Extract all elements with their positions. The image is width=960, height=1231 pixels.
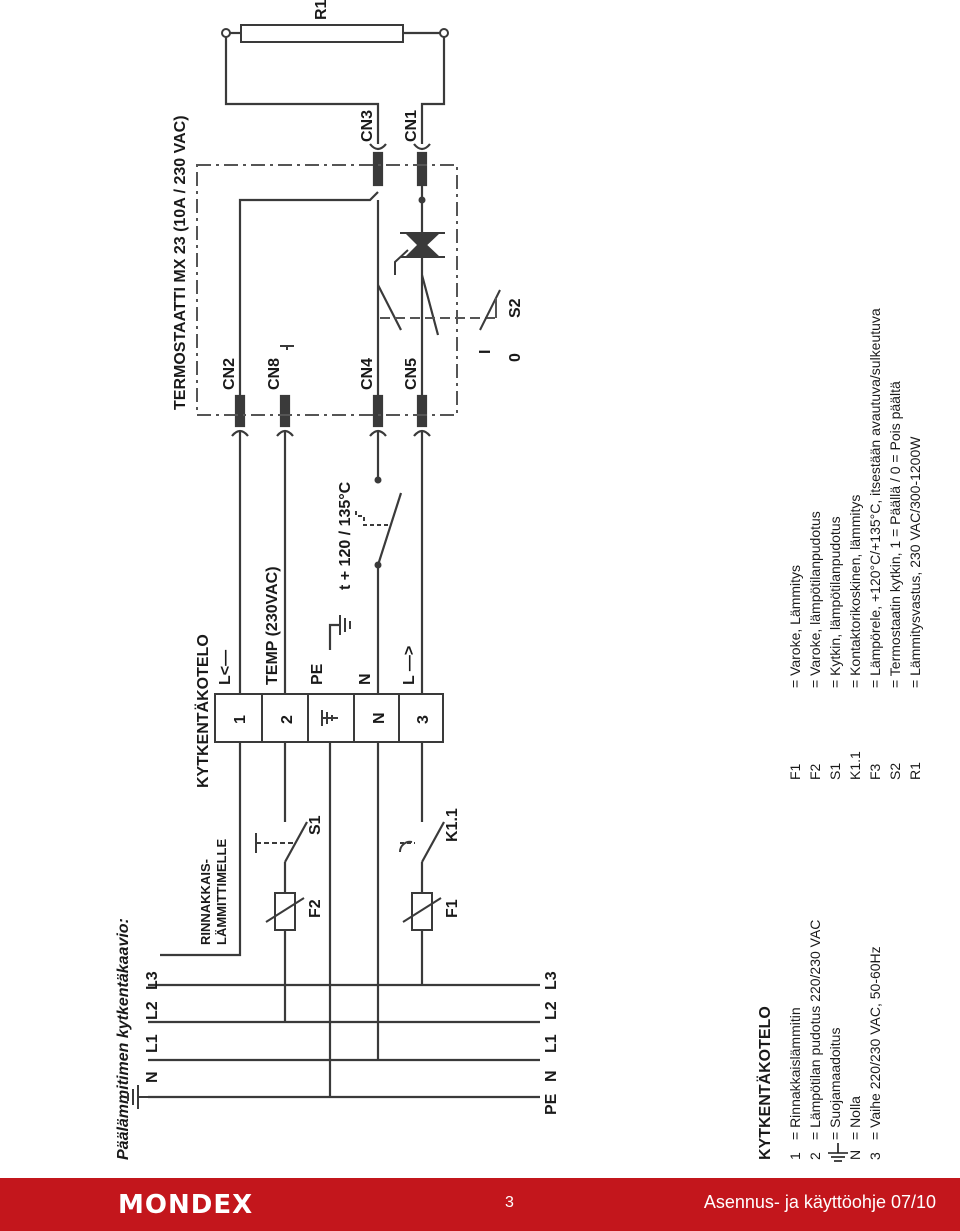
switch-s2	[479, 289, 501, 331]
mains-bus	[127, 983, 540, 1109]
legend-right-code: R1	[907, 762, 923, 780]
legend-earth-icon	[828, 1143, 848, 1162]
page-footer: MONDEX 3 Asennus- ja käyttöohje 07/10	[0, 1178, 960, 1231]
legend-right-text: = Termostaatin kytkin, 1 = Päällä / 0 = …	[887, 381, 903, 688]
label-l-in: L<—	[217, 650, 234, 685]
legend-right-text: = Varoke, Lämmitys	[787, 565, 803, 688]
triac-icon	[394, 232, 445, 275]
label-temp: TEMP (230VAC)	[264, 566, 281, 685]
mains-top-l3: L3	[144, 971, 161, 990]
switch-s1-label: S1	[307, 815, 324, 835]
parallel-heater-label-1: RINNAKKAIS-	[198, 859, 213, 945]
terminal-2: 2	[279, 715, 296, 724]
label-n: N	[357, 673, 374, 685]
heating-resistor-r1	[221, 24, 449, 144]
legend-left-text: = Rinnakkaislämmitin	[787, 1007, 803, 1140]
pe-earth-icon	[339, 615, 351, 635]
diagram-title: Päälämmitimen kytkentäkaavio:	[115, 918, 132, 1160]
legend-right-code: K1.1	[847, 751, 863, 780]
connector-cn5: CN5	[403, 358, 420, 390]
thermostat-enclosure	[196, 164, 458, 416]
legend-left-code: 1	[787, 1152, 803, 1160]
connector-cn3: CN3	[359, 110, 376, 142]
page-number: 3	[505, 1194, 514, 1211]
legend-left-text: = Nolla	[847, 1096, 863, 1140]
thermostat-internal	[238, 185, 496, 396]
thermal-switch-f3	[355, 476, 403, 569]
fuse-f2-label: F2	[307, 899, 324, 918]
mains-top-n: N	[144, 1071, 161, 1083]
connector-cn8: CN8	[266, 358, 283, 390]
terminal-earth-icon	[321, 710, 338, 726]
legend-left-code: 3	[867, 1152, 883, 1160]
legend-right-text: = Kytkin, lämpötilanpudotus	[827, 516, 843, 688]
fuse-f2	[265, 892, 305, 931]
legend-title: KYTKENTÄKOTELO	[756, 1006, 774, 1160]
wiring-diagram: Päälämmitimen kytkentäkaavio: N L1 L2 L3…	[115, 0, 923, 1162]
contactor-k11	[398, 840, 413, 853]
brand-logo: MONDEX	[118, 1190, 254, 1220]
terminal-block	[214, 693, 444, 743]
terminal-1: 1	[232, 715, 249, 724]
legend-right-text: = Lämpörele, +120°C/+135°C, itsestään av…	[867, 308, 883, 688]
mains-top-l1: L1	[144, 1034, 161, 1053]
legend-left-text: = Lämpötilan pudotus 220/230 VAC	[807, 920, 823, 1140]
thermostat-title: TERMOSTAATTI MX 23 (10A / 230 VAC)	[172, 115, 189, 410]
mains-bottom-l3: L3	[543, 971, 560, 990]
fuse-f1	[402, 892, 442, 931]
legend-right-text: = Lämmitysvastus, 230 VAC/300-1200W	[907, 436, 923, 688]
fuse-f1-label: F1	[444, 899, 461, 918]
legend-left-code: 2	[807, 1152, 823, 1160]
connector-cn4: CN4	[359, 358, 376, 390]
document-footnote: Asennus- ja käyttöohje 07/10	[703, 1192, 936, 1212]
legend-left-code: N	[847, 1150, 863, 1160]
mains-bottom-l1: L1	[543, 1034, 560, 1053]
mains-top-l2: L2	[144, 1001, 161, 1020]
legend-right-code: S1	[827, 763, 843, 780]
legend-left-text: = Suojamaadoitus	[827, 1028, 843, 1140]
contactor-k11-label: K1.1	[444, 808, 461, 842]
switch-s2-on: I	[477, 350, 494, 354]
legend-right-text: = Varoke, lämpötilanpudotus	[807, 511, 823, 688]
legend-right-text: = Kontaktorikoskinen, lämmitys	[847, 495, 863, 688]
legend-right-code: F1	[787, 763, 803, 780]
label-pe: PE	[309, 663, 326, 685]
mains-bottom-n: N	[543, 1070, 560, 1082]
earth-icon	[127, 1085, 148, 1109]
label-l-out: L —>	[401, 646, 418, 685]
switch-s2-label: S2	[507, 298, 524, 318]
legend-right-code: F2	[807, 763, 823, 780]
legend-left-text: = Vaihe 220/230 VAC, 50-60Hz	[867, 946, 883, 1140]
connector-cn1: CN1	[403, 110, 420, 142]
mains-bottom-pe: PE	[543, 1093, 560, 1115]
terminal-n: N	[371, 712, 388, 724]
thermal-switch-label: t + 120 / 135°C	[337, 481, 354, 590]
mains-bottom-l2: L2	[543, 1001, 560, 1020]
terminal-box-title: KYTKENTÄKOTELO	[194, 634, 212, 788]
terminal-3: 3	[415, 715, 432, 724]
terminal-wires	[238, 432, 424, 694]
connector-plugs	[231, 143, 431, 437]
connector-cn2: CN2	[221, 358, 238, 390]
resistor-r1-label: R1	[313, 0, 330, 20]
parallel-heater-label-2: LÄMMITTIMELLE	[214, 839, 229, 945]
legend-right-code: S2	[887, 763, 903, 780]
legend-right-code: F3	[867, 763, 883, 780]
switch-s2-off: 0	[507, 353, 524, 362]
